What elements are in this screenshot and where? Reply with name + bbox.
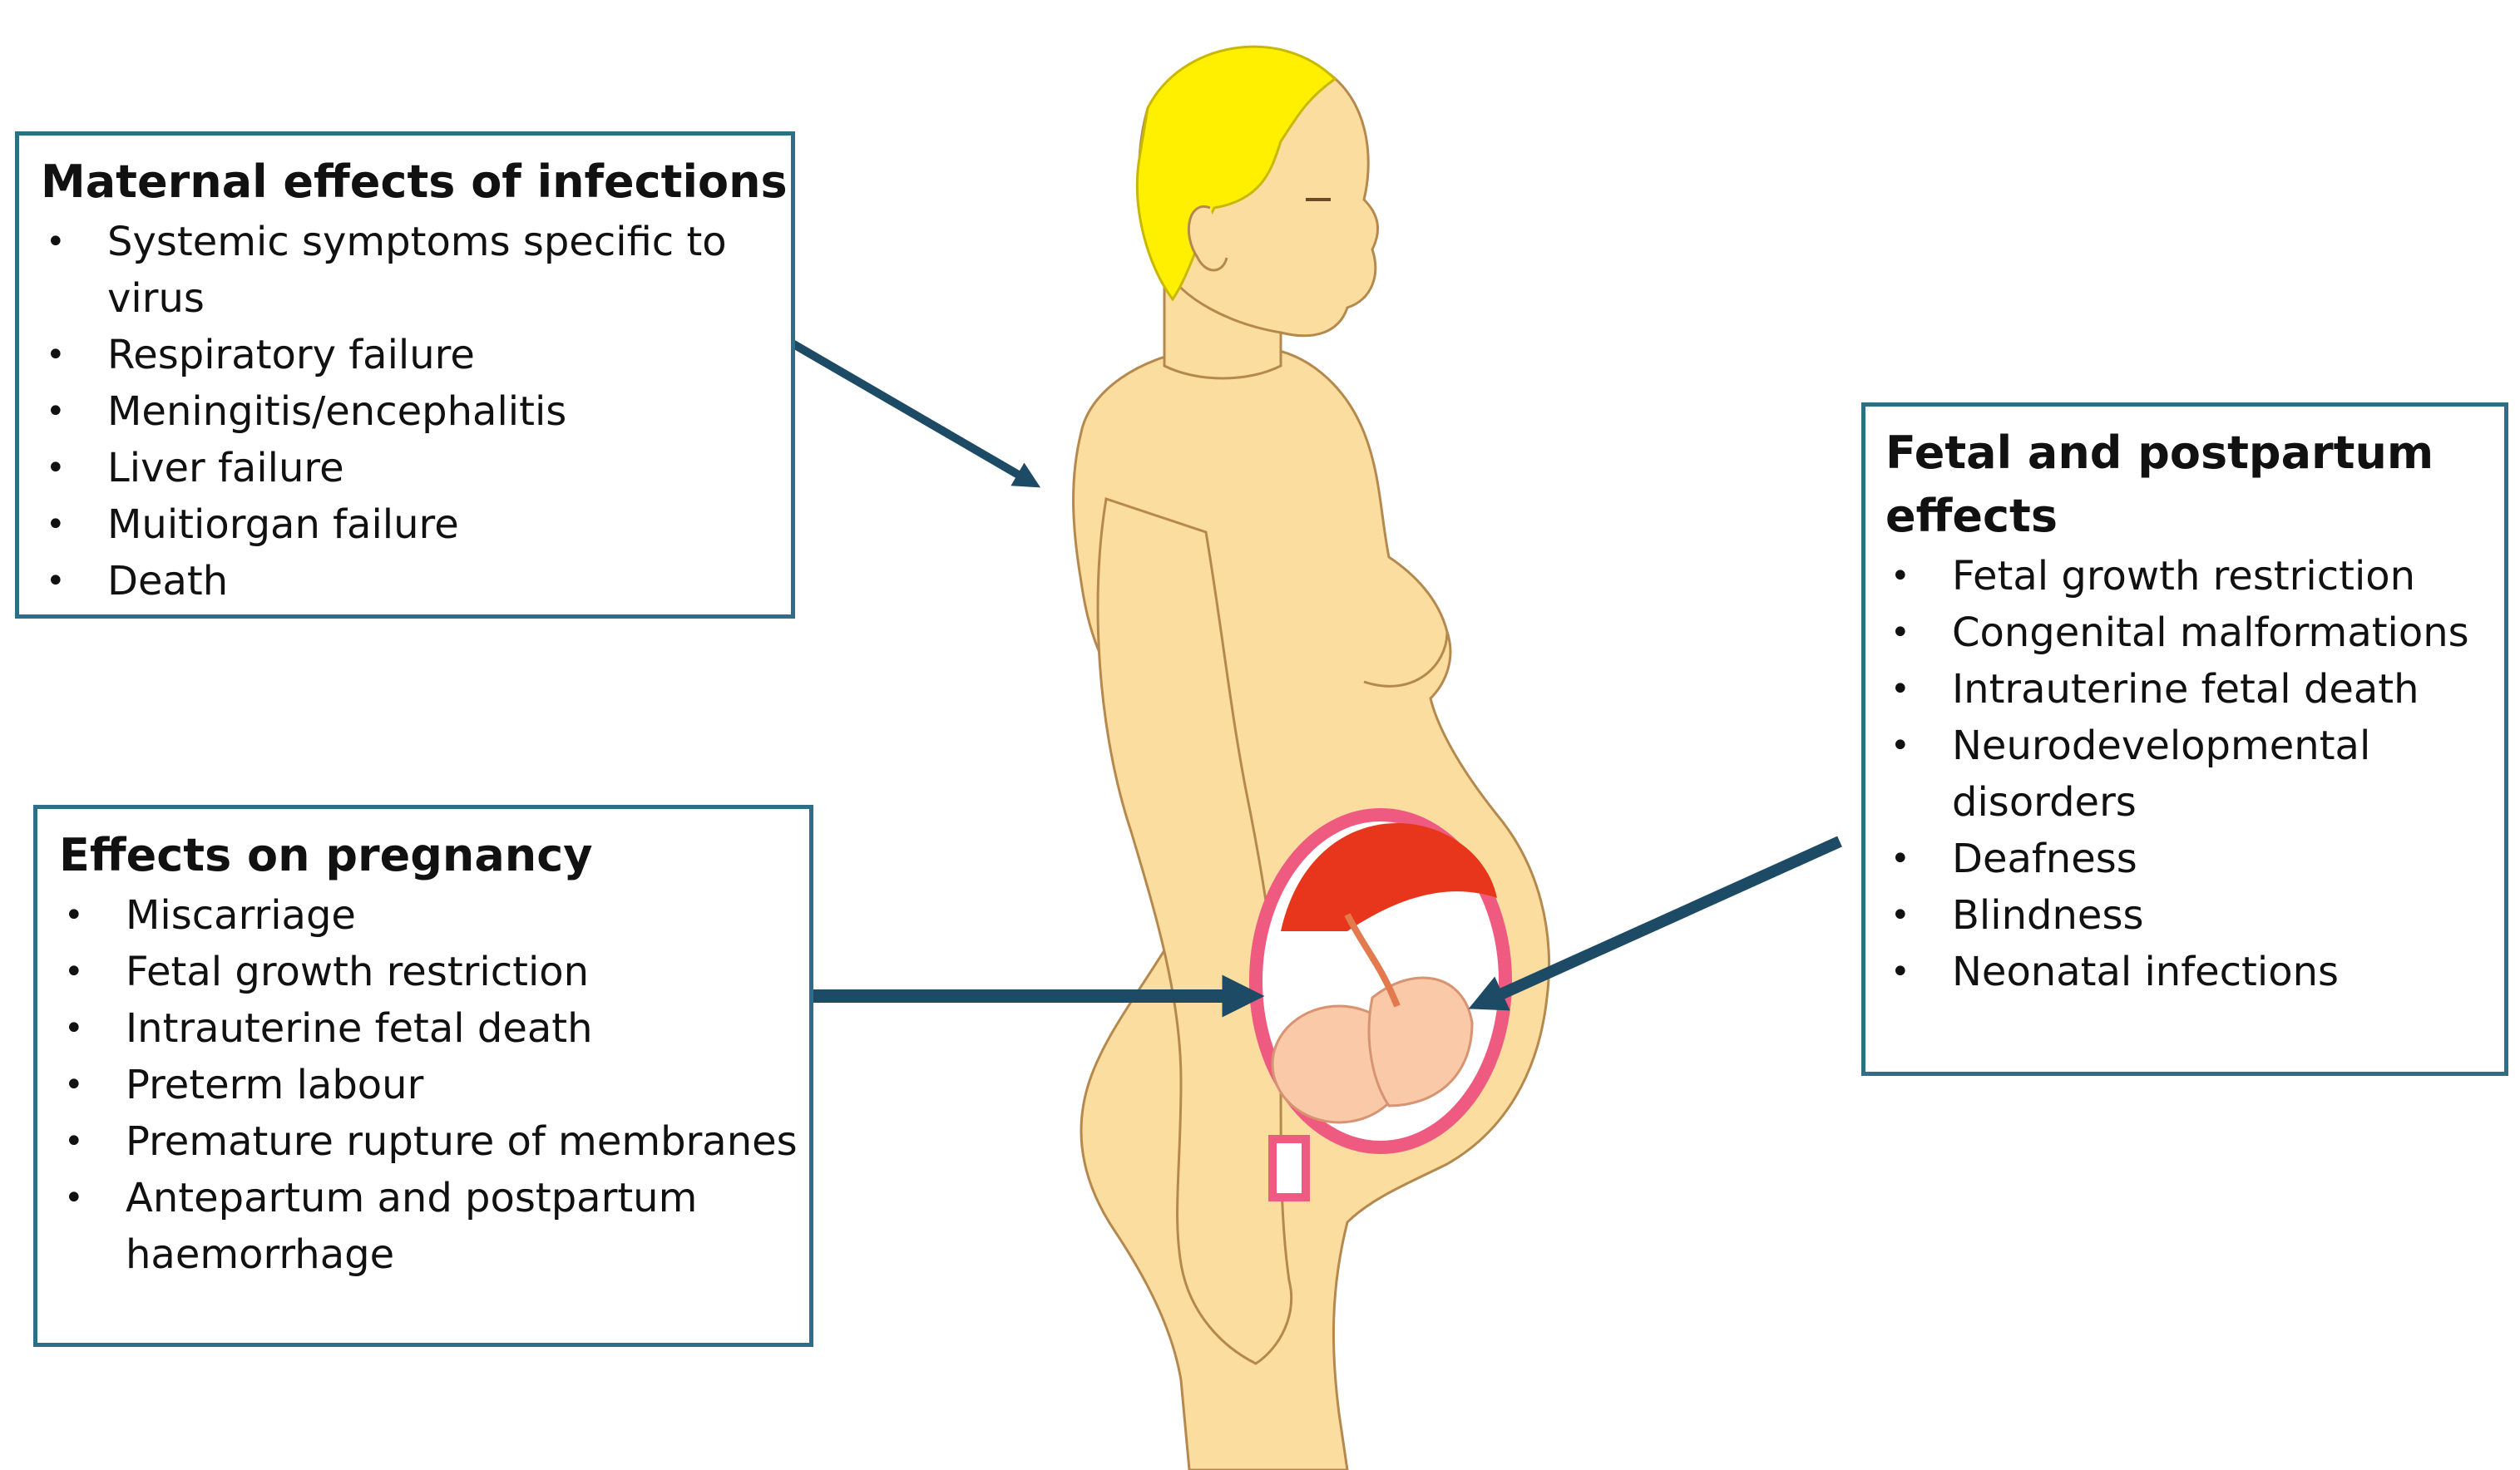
list-item: Death bbox=[41, 553, 791, 609]
list-item: Respiratory failure bbox=[41, 327, 791, 383]
list-item: Deafness bbox=[1885, 831, 2504, 887]
list-item: Blindness bbox=[1885, 887, 2504, 944]
pregnancy-effects-list: Miscarriage Fetal growth restriction Int… bbox=[59, 887, 809, 1283]
list-item: Meningitis/encephalitis bbox=[41, 383, 791, 440]
list-item: Fetal growth restriction bbox=[1885, 548, 2504, 604]
list-item: Fetal growth restriction bbox=[59, 944, 809, 1000]
arrow-maternal bbox=[783, 335, 1041, 488]
pregnancy-effects-title: Effects on pregnancy bbox=[59, 829, 593, 881]
fetal-effects-list: Fetal growth restriction Congenital malf… bbox=[1885, 548, 2504, 1000]
list-item: Intrauterine fetal death bbox=[59, 1000, 809, 1057]
list-item: Antepartum and postpartum haemorrhage bbox=[59, 1170, 809, 1283]
fetal-effects-box: Fetal and postpartum effects Fetal growt… bbox=[1861, 402, 2508, 1076]
umbilical-cord bbox=[1344, 913, 1401, 1008]
list-item: Preterm labour bbox=[59, 1057, 809, 1113]
pregnancy-effects-box: Effects on pregnancy Miscarriage Fetal g… bbox=[33, 805, 813, 1347]
arm bbox=[1096, 497, 1293, 1365]
hair bbox=[1135, 45, 1337, 302]
list-item: Congenital malformations bbox=[1885, 604, 2504, 661]
arrow-fetal bbox=[1468, 836, 1842, 1011]
list-item: Liver failure bbox=[41, 440, 791, 496]
list-item: Neonatal infections bbox=[1885, 944, 2504, 1000]
fetal-effects-title: Fetal and postpartum effects bbox=[1885, 427, 2434, 542]
maternal-effects-box: Maternal effects of infections Systemic … bbox=[15, 131, 795, 619]
maternal-effects-title: Maternal effects of infections bbox=[41, 155, 788, 208]
list-item: Intrauterine fetal death bbox=[1885, 661, 2504, 718]
list-item: Systemic symptoms specific to virus bbox=[41, 214, 791, 327]
list-item: Neurodevelopmental disorders bbox=[1885, 718, 2504, 831]
breast-outline bbox=[1363, 631, 1449, 688]
ear bbox=[1187, 205, 1228, 272]
list-item: Premature rupture of membranes bbox=[59, 1113, 809, 1170]
fetus-body bbox=[1367, 976, 1474, 1107]
maternal-effects-list: Systemic symptoms specific to virus Resp… bbox=[41, 214, 791, 609]
list-item: Muitiorgan failure bbox=[41, 496, 791, 553]
list-item: Miscarriage bbox=[59, 887, 809, 944]
